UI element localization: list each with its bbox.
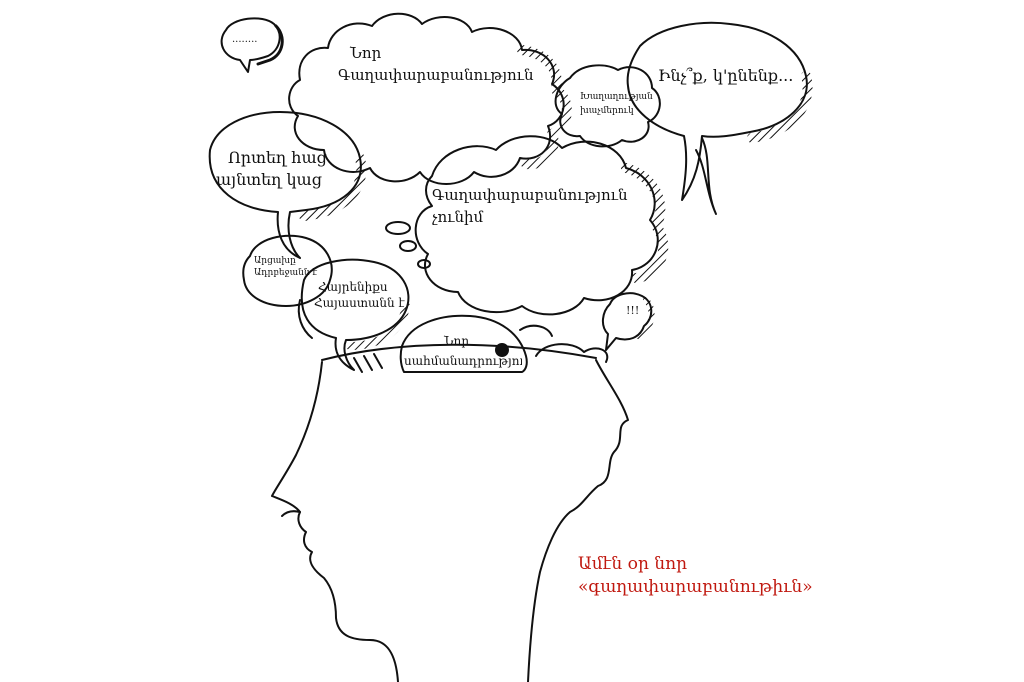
dots-text: ........ [232,34,258,45]
exclaim-text: !!! [626,304,640,317]
where-text-2: այնտեղ կաց [216,170,322,189]
new-ideology-text-1: Նոր [350,44,382,62]
head-outline [271,361,399,682]
what-can-be-bubble [626,21,808,201]
homeland-text-2: Հայաստանն է [314,296,405,310]
where-bubble [208,111,362,259]
exclaim-bubble [602,292,653,351]
new-constitution-text-2: սահմանադրություն [404,354,522,368]
new-ideology-text-2: Գաղափարաբանություն [338,66,534,84]
orientation-bubble [554,64,661,148]
new-constitution-bubble [399,314,528,373]
new-ideology-bubble [288,12,565,185]
orientation-text-1: Խաղաղության [580,92,653,102]
orientation-text-2: խաչմերուկ [580,106,634,116]
dots-bubble [220,17,281,73]
no-ideology-text-2: չունիմ [432,208,484,226]
new-constitution-text-1: Նոր [444,334,470,348]
head-back [527,359,629,682]
what-can-be-text: Ինչ՞ք, կ'ընենք... [658,66,794,85]
artsakh-bubble [242,234,333,307]
head-top-rim [321,343,597,361]
where-text-1: Որտեղ հաց [228,148,327,167]
ear [281,510,301,517]
artsakh-text-2: Ադրբեջանն է [254,268,318,278]
caption: Ամէն օր նոր «գաղափարաբանութիւն» [578,553,813,599]
caption-line-2: «գաղափարաբանութիւն» [578,576,813,597]
caption-line-1: Ամէն օր նոր [578,554,688,574]
artsakh-text-1: Արցախը [254,256,296,266]
homeland-text-1: Հայրենիքս [318,280,388,294]
homeland-bubble [300,258,410,371]
no-ideology-text-1: Գաղափարաբանություն [432,186,628,204]
no-ideology-bubble [414,135,659,316]
